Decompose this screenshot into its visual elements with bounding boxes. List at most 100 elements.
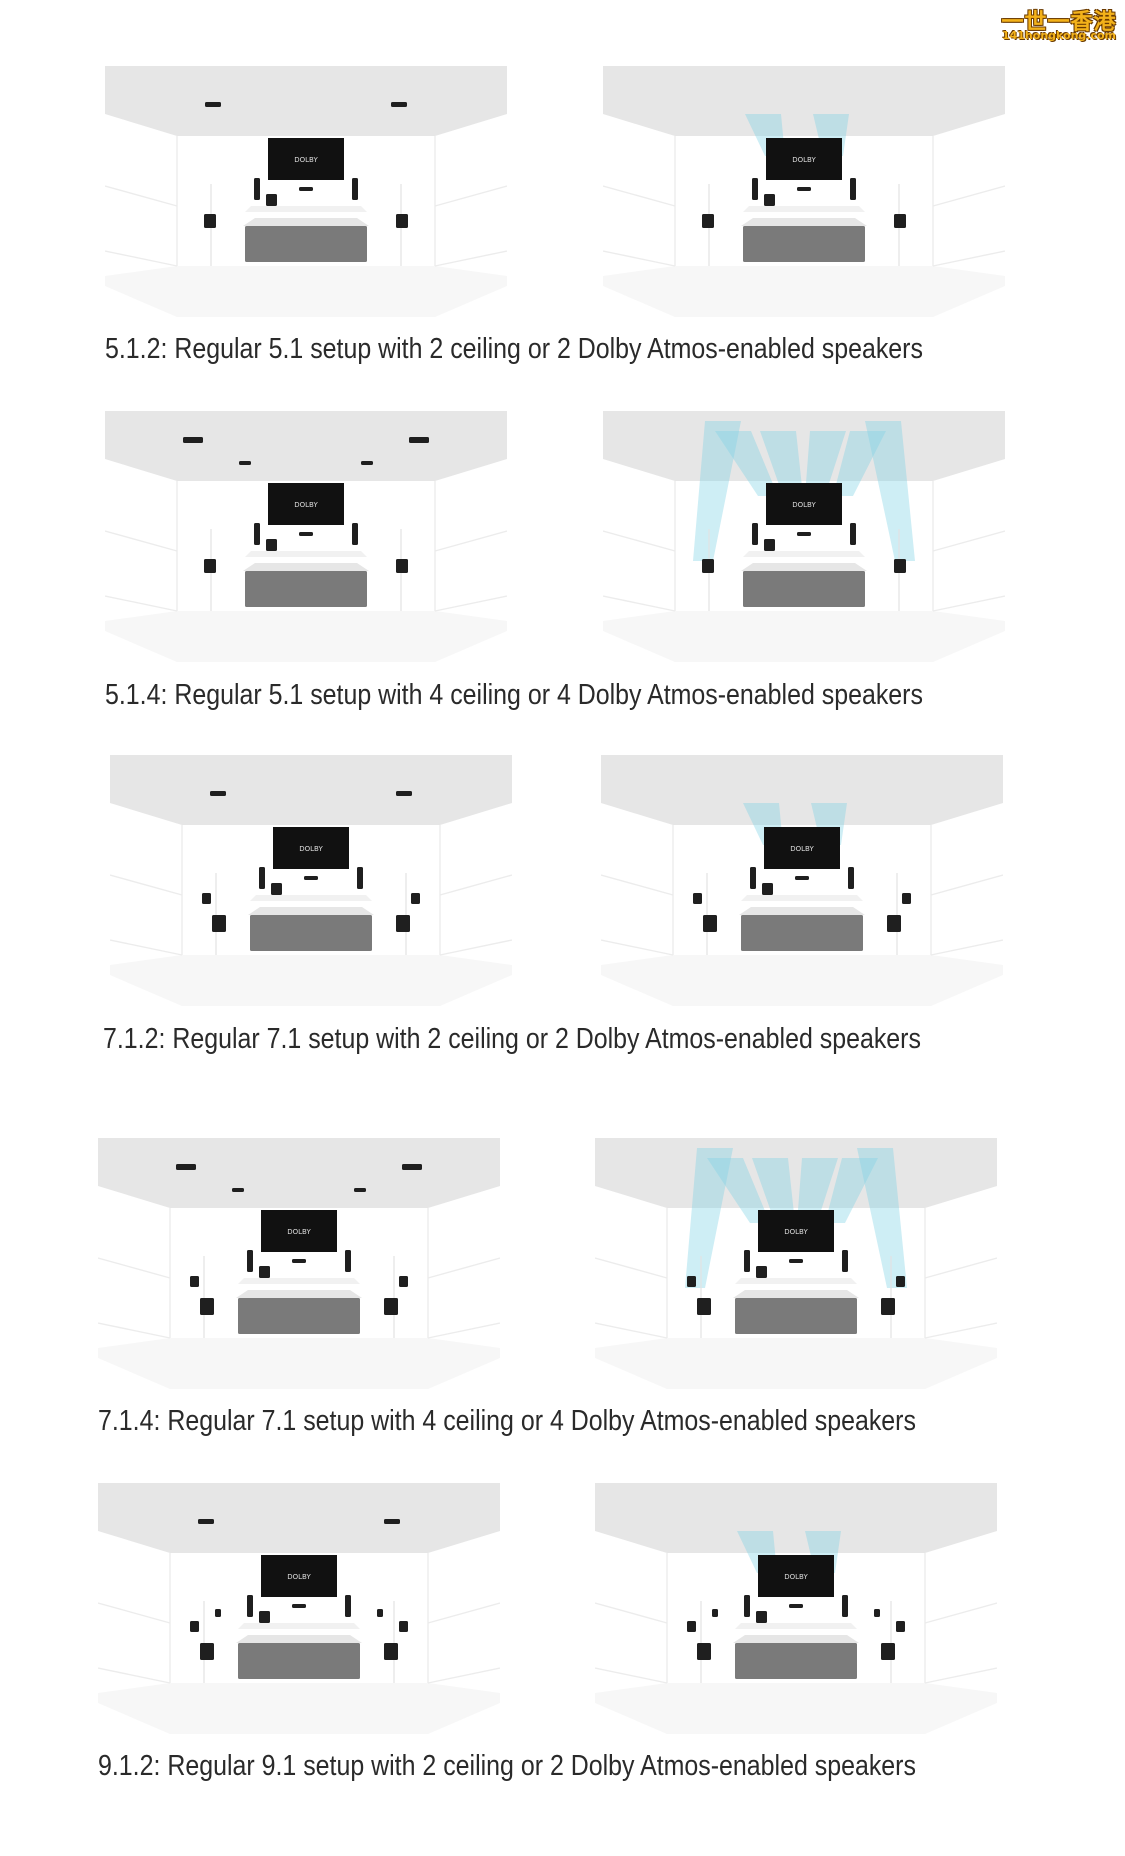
- setup-caption: 7.1.4: Regular 7.1 setup with 4 ceiling …: [98, 1405, 916, 1437]
- ceiling-speaker: [354, 1188, 366, 1192]
- surround-left-speaker: [204, 559, 216, 573]
- tv-brand-label: DOLBY: [790, 845, 814, 853]
- front-right-speaker: [842, 1250, 848, 1272]
- front-wide-left-speaker: [215, 1609, 221, 1617]
- tv-screen: [766, 483, 842, 525]
- front-right-speaker: [357, 867, 363, 889]
- tv-screen: [758, 1555, 834, 1597]
- center-speaker: [299, 187, 313, 191]
- sofa-back: [248, 907, 374, 915]
- tv-brand-label: DOLBY: [299, 845, 323, 853]
- side-left-speaker: [190, 1276, 199, 1287]
- tv-brand-label: DOLBY: [287, 1573, 311, 1581]
- sofa: [735, 1643, 857, 1679]
- floor: [595, 1338, 997, 1389]
- front-left-speaker: [744, 1595, 750, 1617]
- tv-brand-label: DOLBY: [294, 501, 318, 509]
- setup-caption: 9.1.2: Regular 9.1 setup with 2 ceiling …: [98, 1750, 916, 1782]
- rear-right-speaker: [396, 915, 410, 932]
- tv-screen: [764, 827, 840, 869]
- side-right-speaker: [411, 893, 420, 904]
- front-right-speaker: [352, 178, 358, 200]
- ceiling-speaker: [396, 791, 412, 796]
- tv-stand: [743, 551, 865, 557]
- ceiling: [105, 66, 507, 136]
- speaker-stands: [215, 873, 407, 955]
- floor: [105, 266, 507, 317]
- side-right-speaker: [399, 1276, 408, 1287]
- subwoofer: [259, 1611, 270, 1623]
- front-right-speaker: [842, 1595, 848, 1617]
- center-speaker: [797, 532, 811, 536]
- scene-atmos-enabled-speakers: DOLBY: [603, 66, 1005, 317]
- floor: [110, 955, 512, 1006]
- room-edges: [98, 1208, 500, 1339]
- floor: [595, 1683, 997, 1734]
- speaker-stands: [203, 1601, 395, 1683]
- scene-ceiling-speakers: DOLBY: [98, 1138, 500, 1389]
- tv-brand-label: DOLBY: [792, 156, 816, 164]
- tv-brand-label: DOLBY: [287, 1228, 311, 1236]
- room-edges: [595, 1553, 997, 1684]
- scene-atmos-enabled-speakers: DOLBY: [603, 411, 1005, 662]
- atmos-sound-beam: [833, 431, 886, 496]
- tv-stand: [250, 895, 372, 901]
- atmos-sound-beam: [805, 431, 846, 496]
- subwoofer: [271, 883, 282, 895]
- atmos-sound-beam: [715, 431, 778, 496]
- surround-right-speaker: [894, 559, 906, 573]
- front-left-speaker: [744, 1250, 750, 1272]
- room-edges: [595, 1208, 997, 1339]
- room-edges: [603, 481, 1005, 612]
- tv-stand: [245, 551, 367, 557]
- speaker-stands: [700, 1256, 892, 1338]
- rear-right-speaker: [881, 1643, 895, 1660]
- speaker-stands: [700, 1601, 892, 1683]
- tv-stand: [735, 1278, 857, 1284]
- sofa: [238, 1298, 360, 1334]
- center-speaker: [299, 532, 313, 536]
- tv-screen: [261, 1555, 337, 1597]
- floor: [603, 266, 1005, 317]
- rear-left-speaker: [697, 1298, 711, 1315]
- room-edges: [105, 136, 507, 267]
- sofa-back: [243, 563, 369, 571]
- front-left-speaker: [752, 178, 758, 200]
- floor: [601, 955, 1003, 1006]
- sofa-back: [739, 907, 865, 915]
- ceiling-speaker: [361, 461, 373, 465]
- tv-stand: [238, 1623, 360, 1629]
- rear-left-speaker: [697, 1643, 711, 1660]
- front-right-speaker: [850, 178, 856, 200]
- room-edges: [603, 136, 1005, 267]
- ceiling: [603, 411, 1005, 481]
- surround-right-speaker: [396, 559, 408, 573]
- atmos-sound-beam: [752, 1158, 795, 1223]
- subwoofer: [259, 1266, 270, 1278]
- subwoofer: [764, 194, 775, 206]
- front-wide-left-speaker: [712, 1609, 718, 1617]
- front-right-speaker: [850, 523, 856, 545]
- front-right-speaker: [352, 523, 358, 545]
- front-left-speaker: [254, 178, 260, 200]
- rear-right-speaker: [384, 1643, 398, 1660]
- tv-brand-label: DOLBY: [294, 156, 318, 164]
- side-left-speaker: [693, 893, 702, 904]
- floor: [603, 611, 1005, 662]
- room-edges: [98, 1553, 500, 1684]
- sofa-back: [741, 218, 867, 226]
- side-right-speaker: [902, 893, 911, 904]
- subwoofer: [266, 194, 277, 206]
- ceiling: [98, 1138, 500, 1208]
- tv-stand: [735, 1623, 857, 1629]
- front-left-speaker: [247, 1595, 253, 1617]
- tv-screen: [268, 138, 344, 180]
- subwoofer: [756, 1266, 767, 1278]
- side-left-speaker: [687, 1621, 696, 1632]
- center-speaker: [292, 1604, 306, 1608]
- front-left-speaker: [752, 523, 758, 545]
- front-right-speaker: [345, 1595, 351, 1617]
- rear-right-speaker: [887, 915, 901, 932]
- tv-stand: [741, 895, 863, 901]
- floor: [98, 1683, 500, 1734]
